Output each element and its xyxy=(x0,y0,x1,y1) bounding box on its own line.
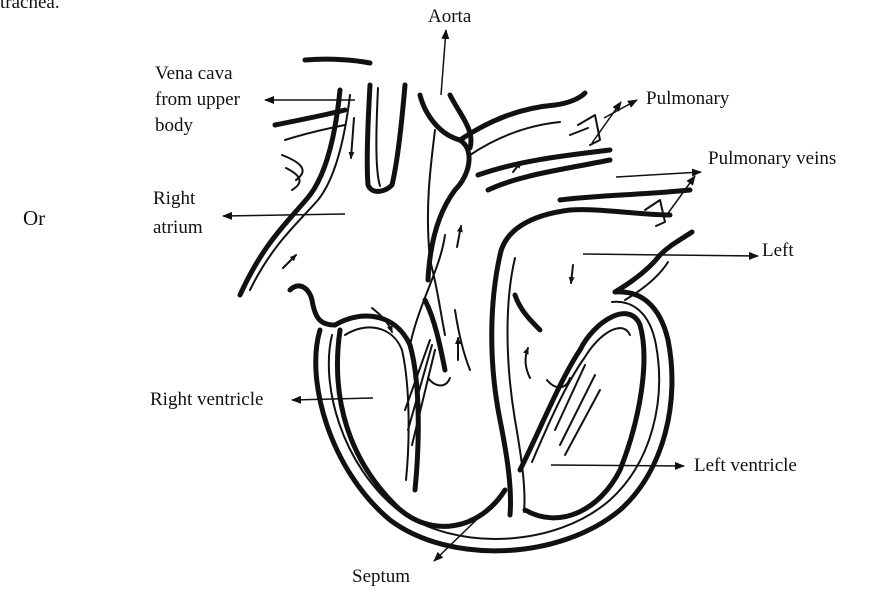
right-ventricle-chamber xyxy=(335,316,505,526)
pulmonary-label: Pulmonary xyxy=(646,88,729,110)
septum-wall xyxy=(492,255,525,515)
vena-cava-label-line2: from upper xyxy=(155,89,240,111)
pulmonary-veins-label: Pulmonary veins xyxy=(708,148,836,170)
aorta-label: Aorta xyxy=(428,6,471,28)
septum-label: Septum xyxy=(352,566,410,588)
vena-cava-label-line3: body xyxy=(155,115,193,137)
left-label: Left xyxy=(762,240,794,256)
left-ventricle-label: Left ventricle xyxy=(694,455,797,477)
vena-cava-vessel xyxy=(367,85,405,191)
right-atrium-label-line2: atrium xyxy=(153,217,203,239)
aorta-vessel xyxy=(420,95,471,335)
or-note: Or xyxy=(23,207,45,229)
right-ventricle-label: Right ventricle xyxy=(150,389,263,411)
right-atrium-chamber xyxy=(240,90,445,345)
left-atrium-chamber xyxy=(500,190,692,300)
pulmonary-artery-vessel xyxy=(460,93,610,190)
header-partial-text: trachea. xyxy=(0,0,60,14)
vena-cava-label-line1: Vena cava xyxy=(155,63,233,85)
left-ventricle-chamber xyxy=(520,314,644,518)
right-atrium-label-line1: Right xyxy=(153,188,195,210)
